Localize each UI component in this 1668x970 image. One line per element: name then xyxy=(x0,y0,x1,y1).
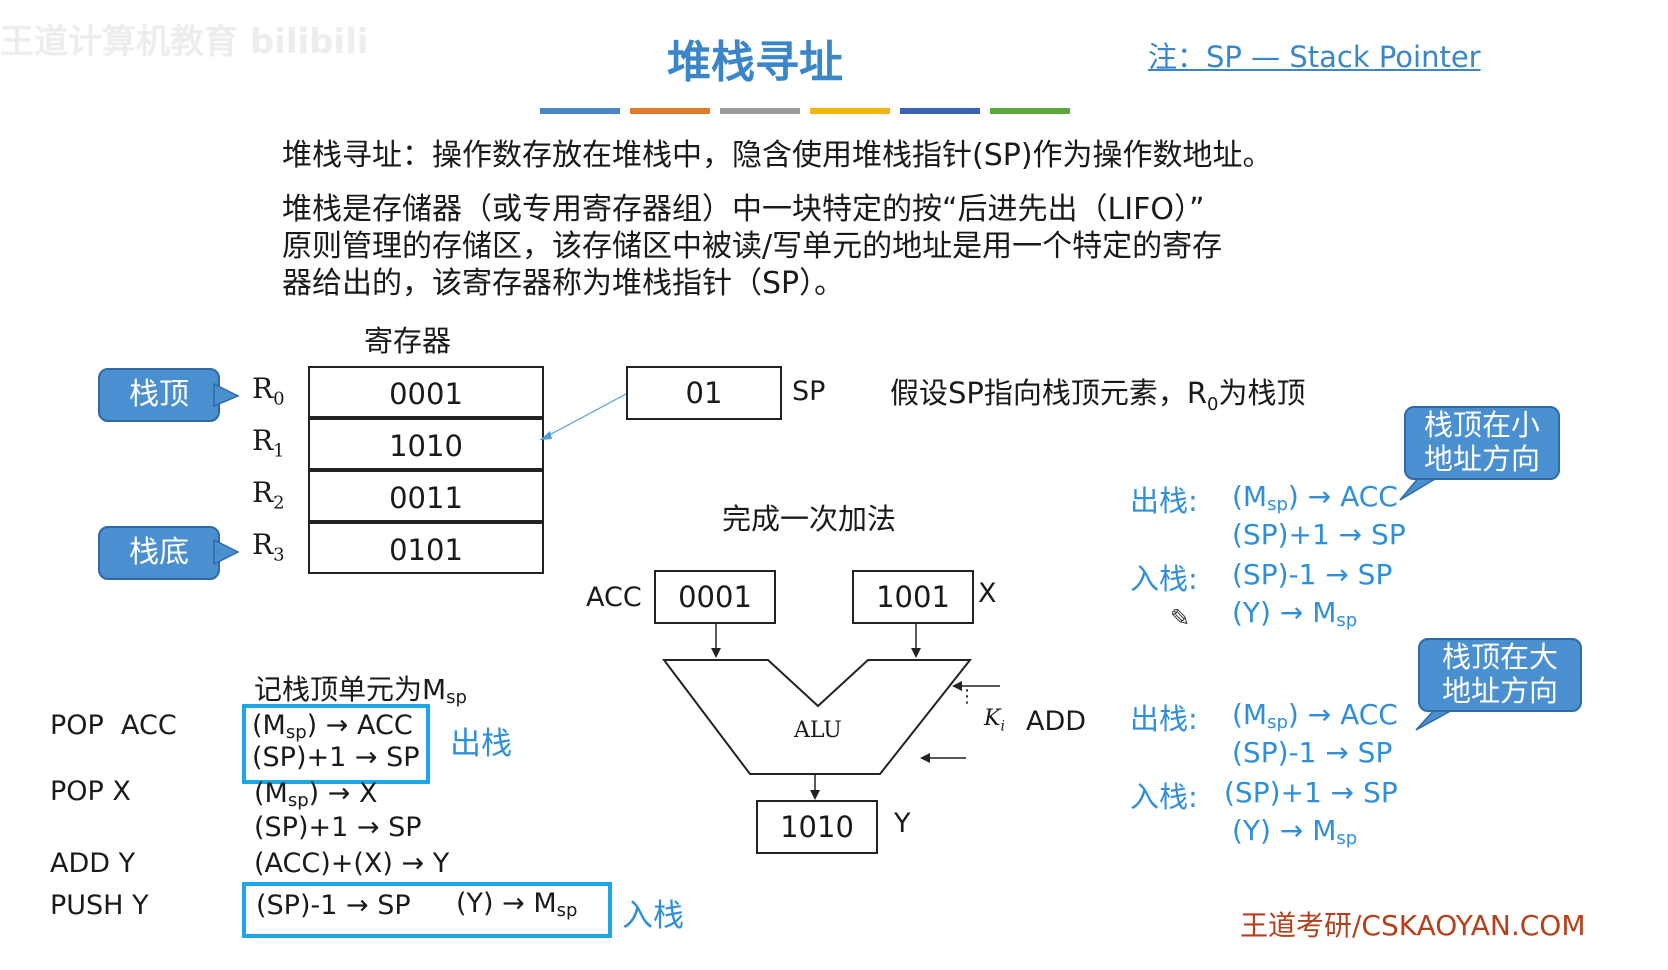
page-title: 堆栈寻址 xyxy=(667,37,843,88)
definition-text: 堆栈寻址：操作数存放在堆栈中，隐含使用堆栈指针(SP)作为操作数地址。 xyxy=(282,138,1273,173)
pop-label: 出栈 xyxy=(450,726,512,762)
small-pop-2: (SP)+1 → SP xyxy=(1232,518,1406,551)
small-pop-label: 出栈: xyxy=(1130,484,1198,518)
op-add-y: (ACC)+(X) → Y xyxy=(254,848,450,879)
title-color-bar xyxy=(720,108,800,114)
op-push-y-1: (SP)-1 → SP xyxy=(256,890,411,921)
y-label: Y xyxy=(894,808,911,839)
ki-label: Ki xyxy=(984,706,1005,735)
add-title: 完成一次加法 xyxy=(722,502,897,536)
title-color-bar xyxy=(900,108,980,114)
small-push-1: (SP)-1 → SP xyxy=(1232,558,1393,591)
small-push-label: 入栈: xyxy=(1130,562,1198,596)
op-push-y-2: (Y) → Msp xyxy=(456,888,578,921)
small-address-callout: 栈顶在小地址方向 xyxy=(1404,406,1560,480)
op-pop-x-2: (SP)+1 → SP xyxy=(254,812,422,843)
op-pop-x-1: (Msp) → X xyxy=(254,778,378,811)
title-color-bar xyxy=(990,108,1070,114)
register-r0-cell: 0001 xyxy=(308,366,544,418)
large-address-callout: 栈顶在大地址方向 xyxy=(1418,638,1582,712)
acc-label: ACC xyxy=(586,582,642,613)
stack-pointer-note: 注：SP — Stack Pointer xyxy=(1148,40,1481,74)
op-pop-acc-2: (SP)+1 → SP xyxy=(252,742,420,773)
register-r2-label: R2 xyxy=(252,476,285,514)
instruction-pop-acc: POP ACC xyxy=(50,710,177,741)
register-r0-label: R0 xyxy=(252,372,285,410)
y-register-box: 1010 xyxy=(756,800,878,854)
small-push-2: (Y) → Msp xyxy=(1232,596,1358,631)
large-pop-label: 出栈: xyxy=(1130,702,1198,736)
register-r1-cell: 1010 xyxy=(308,418,544,470)
title-color-bar xyxy=(810,108,890,114)
sp-register-box: 01 xyxy=(626,366,782,420)
title-color-bar xyxy=(630,108,710,114)
x-register-box: 1001 xyxy=(852,570,974,624)
explanation-line-3: 器给出的，该寄存器称为堆栈指针（SP）。 xyxy=(282,266,845,301)
pop-highlight-box xyxy=(242,704,430,784)
register-title: 寄存器 xyxy=(364,324,452,358)
sp-label: SP xyxy=(792,376,826,407)
op-pop-acc-1: (Msp) → ACC xyxy=(252,710,413,743)
register-r2-cell: 0011 xyxy=(308,470,544,522)
instruction-push-y: PUSH Y xyxy=(50,890,149,921)
large-push-2: (Y) → Msp xyxy=(1232,814,1358,849)
large-pop-2: (SP)-1 → SP xyxy=(1232,736,1393,769)
add-label: ADD xyxy=(1026,706,1087,737)
large-pop-1: (Msp) → ACC xyxy=(1232,698,1398,733)
footer-brand: 王道考研/CSKAOYAN.COM xyxy=(1240,909,1586,942)
title-color-bar xyxy=(540,108,620,114)
instruction-add-y: ADD Y xyxy=(50,848,136,879)
explanation-line-1: 堆栈是存储器（或专用寄存器组）中一块特定的按“后进先出（LIFO）” xyxy=(282,192,1205,227)
large-push-label: 入栈: xyxy=(1130,780,1198,814)
register-r3-label: R3 xyxy=(252,528,285,566)
register-r3-cell: 0101 xyxy=(308,522,544,574)
stack-top-callout: 栈顶 xyxy=(98,368,220,422)
explanation-line-2: 原则管理的存储区，该存储区中被读/写单元的地址是用一个特定的寄存 xyxy=(282,229,1223,264)
stack-bottom-callout: 栈底 xyxy=(98,526,220,580)
pencil-icon[interactable]: ✎ xyxy=(1170,604,1191,632)
small-pop-1: (Msp) → ACC xyxy=(1232,480,1398,515)
x-label: X xyxy=(978,578,997,609)
instruction-pop-x: POP X xyxy=(50,776,131,807)
acc-register-box: 0001 xyxy=(654,570,776,624)
sp-assumption: 假设SP指向栈顶元素，R0为栈顶 xyxy=(890,376,1306,415)
alu-shape xyxy=(661,659,973,775)
sp-pointer-arrow xyxy=(539,393,627,441)
large-push-1: (SP)+1 → SP xyxy=(1224,776,1398,809)
register-r1-label: R1 xyxy=(252,424,285,462)
push-label: 入栈 xyxy=(622,898,684,934)
watermark: 王道计算机教育 bilibili xyxy=(0,22,369,62)
push-highlight-box xyxy=(242,882,612,938)
alu-label: ALU xyxy=(794,718,842,743)
svg-text:⋮: ⋮ xyxy=(958,686,976,707)
msp-note: 记栈顶单元为Msp xyxy=(254,673,467,708)
